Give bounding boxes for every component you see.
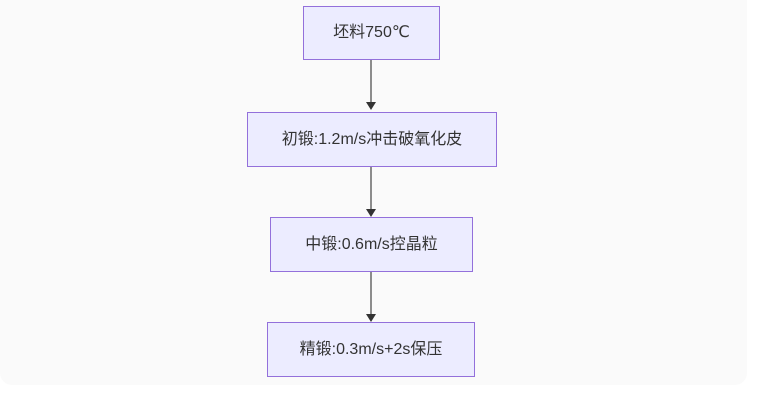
edge-line: [370, 60, 372, 102]
flow-edge-3: [364, 272, 378, 322]
arrow-down-icon: [366, 209, 376, 217]
flow-node-label: 精锻:0.3m/s+2s保压: [299, 340, 443, 358]
flowchart-canvas: 坯料750℃ 初锻:1.2m/s冲击破氧化皮 中锻:0.6m/s控晶粒 精锻:0…: [247, 6, 497, 377]
flow-edge-1: [364, 60, 378, 110]
flow-node-label: 初锻:1.2m/s冲击破氧化皮: [281, 130, 463, 148]
flow-node-billet: 坯料750℃: [303, 6, 440, 60]
edge-line: [370, 272, 372, 314]
flow-node-label: 坯料750℃: [333, 24, 410, 42]
arrow-down-icon: [366, 102, 376, 110]
edge-line: [370, 167, 372, 209]
flow-node-middle-forging: 中锻:0.6m/s控晶粒: [270, 217, 473, 272]
flow-node-precision-forging: 精锻:0.3m/s+2s保压: [267, 322, 475, 377]
flow-node-initial-forging: 初锻:1.2m/s冲击破氧化皮: [247, 112, 497, 167]
arrow-down-icon: [366, 314, 376, 322]
flow-edge-2: [364, 167, 378, 217]
flow-node-label: 中锻:0.6m/s控晶粒: [305, 235, 438, 253]
